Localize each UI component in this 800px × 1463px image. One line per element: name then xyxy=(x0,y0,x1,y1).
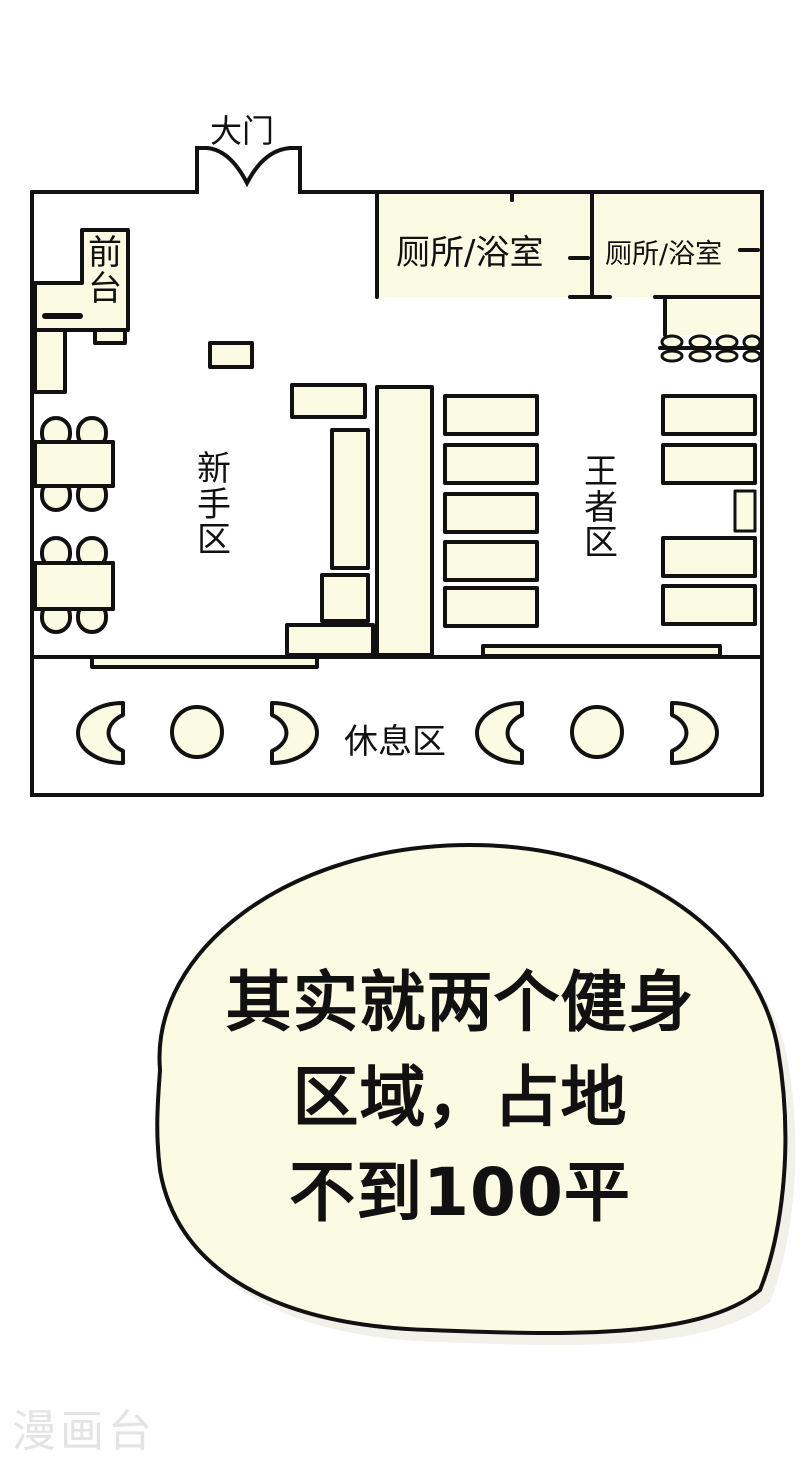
speech-line-1: 其实就两个健身 xyxy=(225,964,695,1041)
king-zone-char: 者 xyxy=(584,487,618,528)
front-desk-char: 台 xyxy=(88,268,122,309)
front-desk-label: 前 台 xyxy=(88,233,122,309)
speech-line-3: 不到100平 xyxy=(289,1154,631,1231)
beginner-zone-char: 区 xyxy=(197,520,231,561)
watermark-logo: 漫画台 xyxy=(12,1406,156,1457)
beginner-zone-char: 新 xyxy=(197,449,231,489)
floor-plan: 大门 前 台 厕所/浴室 厕所/浴室 新 手 区 王 者 区 休息区 xyxy=(30,112,764,797)
bathroom-1-label: 厕所/浴室 xyxy=(396,233,544,273)
bathroom-2-label: 厕所/浴室 xyxy=(605,239,723,270)
rest-area-label: 休息区 xyxy=(344,722,446,762)
king-zone-label: 王 者 区 xyxy=(584,452,618,564)
beginner-zone-char: 手 xyxy=(197,484,231,525)
entrance-label: 大门 xyxy=(210,112,275,150)
speech-line-2: 区域，占地 xyxy=(292,1059,628,1136)
speech-bubble-text: 其实就两个健身 区域，占地 不到100平 xyxy=(130,955,790,1240)
beginner-zone-label: 新 手 区 xyxy=(197,449,231,561)
floor-plan-drawing xyxy=(30,146,764,797)
speech-bubble-shape xyxy=(155,842,796,1346)
front-desk-char: 前 xyxy=(88,233,122,273)
speech-bubble: 其实就两个健身 区域，占地 不到100平 xyxy=(0,820,800,1360)
king-zone-char: 王 xyxy=(584,452,618,492)
king-zone-char: 区 xyxy=(584,523,618,564)
